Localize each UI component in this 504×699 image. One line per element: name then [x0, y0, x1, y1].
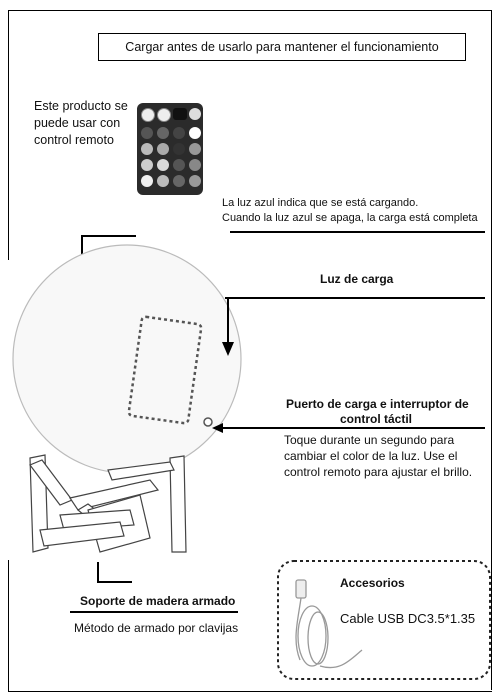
remote-control-image [137, 103, 203, 195]
frame-right [491, 10, 492, 690]
wooden-stand [29, 454, 187, 553]
port-title-line1: Puerto de carga e interruptor de [286, 397, 469, 411]
moon-sphere [12, 244, 242, 474]
charging-note-underline [230, 231, 485, 233]
remote-control-caption: Este producto se puede usar con control … [34, 99, 128, 147]
top-pointer-line [81, 235, 136, 255]
stand-title: Soporte de madera armado [80, 594, 236, 608]
port-desc-line2: cambiar el color de la luz. Use el [284, 449, 458, 463]
frame-left-bottom [8, 560, 9, 692]
accessories-box [277, 560, 491, 680]
charge-light-underline [225, 297, 485, 299]
port-icon [203, 417, 213, 427]
charge-light-area [127, 315, 203, 425]
frame-bottom [8, 691, 492, 692]
accessories-title: Accesorios [340, 576, 405, 590]
charge-before-use-banner: Cargar antes de usarlo para mantener el … [98, 33, 466, 61]
stand-pointer-line [97, 562, 132, 583]
port-title-line2: control táctil [340, 412, 413, 426]
port-title-underline [220, 427, 485, 429]
accessories-item: Cable USB DC3.5*1.35 [340, 611, 476, 626]
charge-light-label: Luz de carga [320, 272, 394, 286]
charging-note-line2: Cuando la luz azul se apaga, la carga es… [222, 212, 478, 224]
stand-subtitle: Método de armado por clavijas [74, 621, 239, 635]
charging-note-line1: La luz azul indica que se está cargando. [222, 197, 419, 209]
frame-left-top [8, 10, 9, 260]
port-desc-line3: control remoto para ajustar el brillo. [284, 465, 473, 479]
usb-cable-image [295, 579, 363, 669]
port-desc-line1: Toque durante un segundo para [284, 433, 455, 447]
frame-top [8, 10, 492, 11]
charge-light-arrowhead [222, 342, 234, 356]
port-arrowhead [212, 423, 223, 433]
